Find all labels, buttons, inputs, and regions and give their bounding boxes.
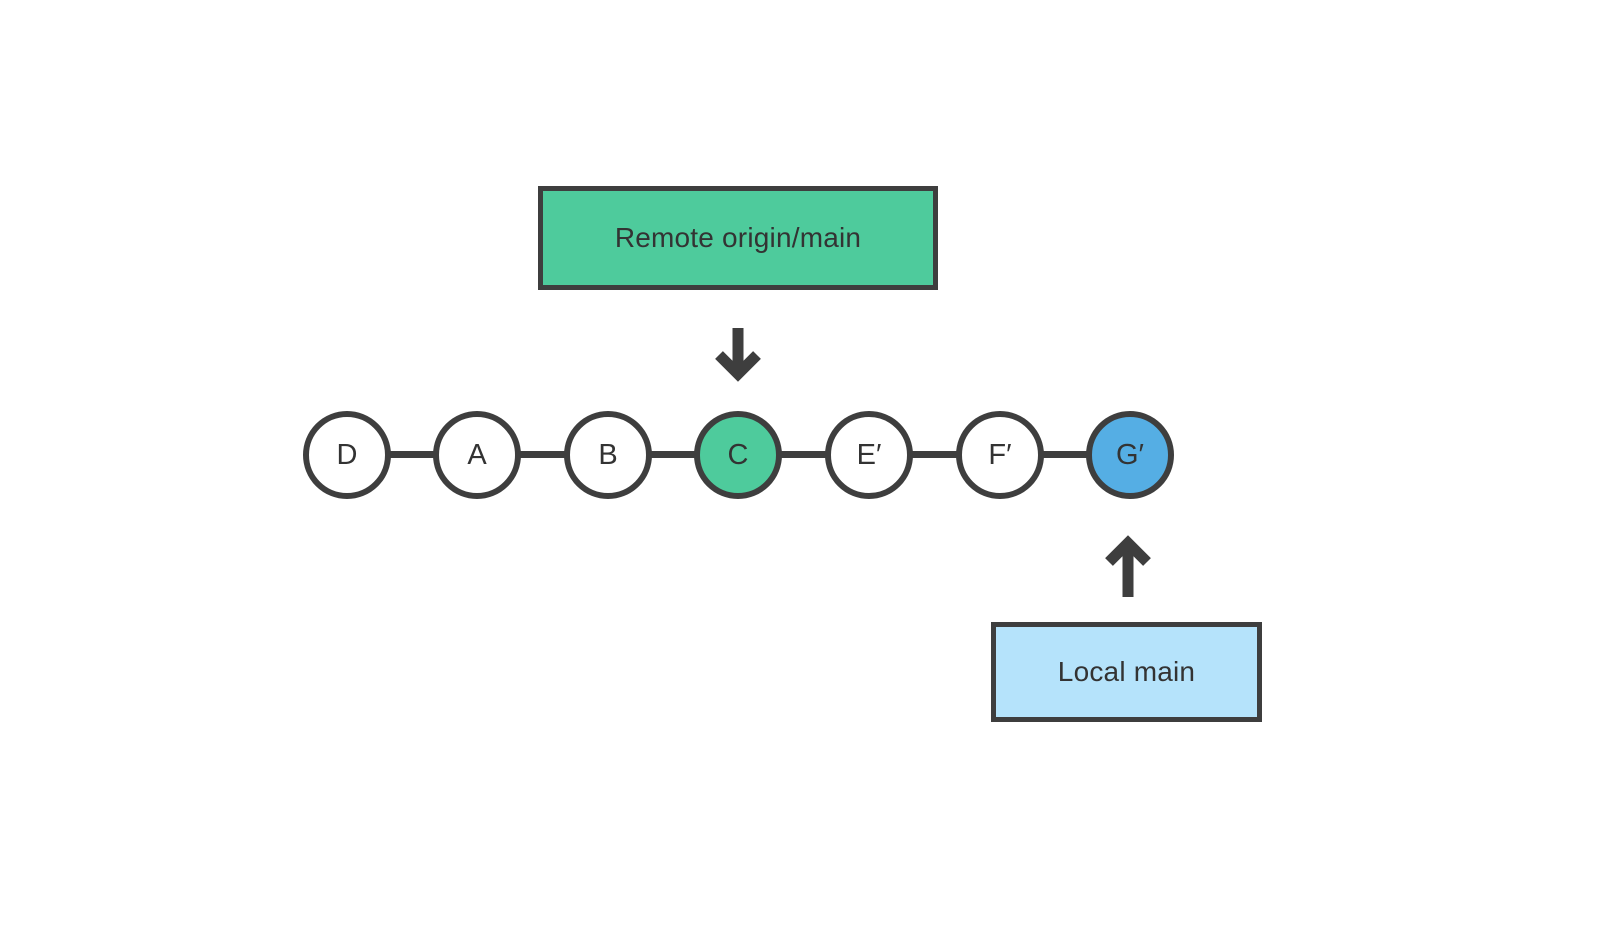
commit-edge bbox=[777, 451, 839, 458]
commit-node-label: E′ bbox=[856, 438, 882, 471]
commit-node-a[interactable]: A bbox=[433, 411, 521, 499]
commit-node-e-prime[interactable]: E′ bbox=[825, 411, 913, 499]
commit-node-label: C bbox=[727, 438, 749, 471]
commit-node-d[interactable]: D bbox=[303, 411, 391, 499]
commit-node-label: B bbox=[598, 438, 618, 471]
commit-node-g-prime[interactable]: G′ bbox=[1086, 411, 1174, 499]
local-branch-label-text: Local main bbox=[1057, 656, 1196, 687]
commit-edge bbox=[907, 451, 969, 458]
arrow-up-icon bbox=[1105, 535, 1151, 597]
local-branch-label-box[interactable]: Local main bbox=[991, 622, 1262, 722]
commit-edge bbox=[1038, 451, 1100, 458]
commit-edge bbox=[646, 451, 708, 458]
commit-node-label: F′ bbox=[988, 438, 1012, 471]
commit-node-b[interactable]: B bbox=[564, 411, 652, 499]
commit-edge bbox=[385, 451, 447, 458]
commit-edge bbox=[516, 451, 578, 458]
commit-chain: D A B C E′ F′ G′ bbox=[0, 395, 1600, 520]
remote-branch-label-box[interactable]: Remote origin/main bbox=[538, 186, 938, 290]
remote-branch-label-text: Remote origin/main bbox=[614, 222, 862, 253]
commit-node-label: D bbox=[336, 438, 358, 471]
commit-node-f-prime[interactable]: F′ bbox=[956, 411, 1044, 499]
commit-node-label: G′ bbox=[1116, 438, 1144, 471]
arrow-down-icon bbox=[715, 328, 761, 382]
commit-node-label: A bbox=[467, 438, 487, 471]
commit-node-c[interactable]: C bbox=[694, 411, 782, 499]
